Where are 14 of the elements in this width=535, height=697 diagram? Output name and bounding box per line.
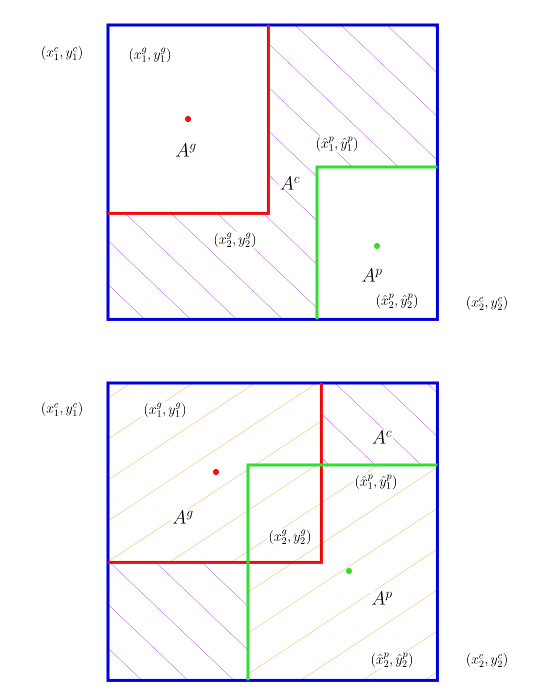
coordinate-label: $(x_1^{c},y_1^{c})$ bbox=[40, 45, 84, 61]
bounding-box bbox=[40, 24, 510, 321]
bounding-box bbox=[108, 25, 270, 248]
coordinate-label: $(x_2^{g},y_2^{g})$ bbox=[212, 232, 258, 248]
coordinate-label: $(\hat{x}_2^{p},\hat{y}_2^{p})$ bbox=[374, 292, 420, 310]
area-label: $A^{g}$ bbox=[174, 142, 198, 158]
coordinate-label: $(x_1^{g},y_1^{g})$ bbox=[127, 46, 173, 64]
area-label: $A^{c}$ bbox=[278, 176, 302, 190]
area-label: $A^{p}$ bbox=[360, 268, 384, 282]
coordinate-label: $(x_2^{c},y_2^{c})$ bbox=[464, 652, 510, 668]
coordinate-label: $(x_1^{c},y_1^{c})$ bbox=[40, 401, 84, 417]
coordinate-label: $(\hat{x}_1^{p},\hat{y}_1^{p})$ bbox=[314, 136, 360, 152]
bounding-box bbox=[314, 136, 438, 320]
coordinate-label: $(x_2^{c},y_2^{c})$ bbox=[464, 295, 510, 311]
